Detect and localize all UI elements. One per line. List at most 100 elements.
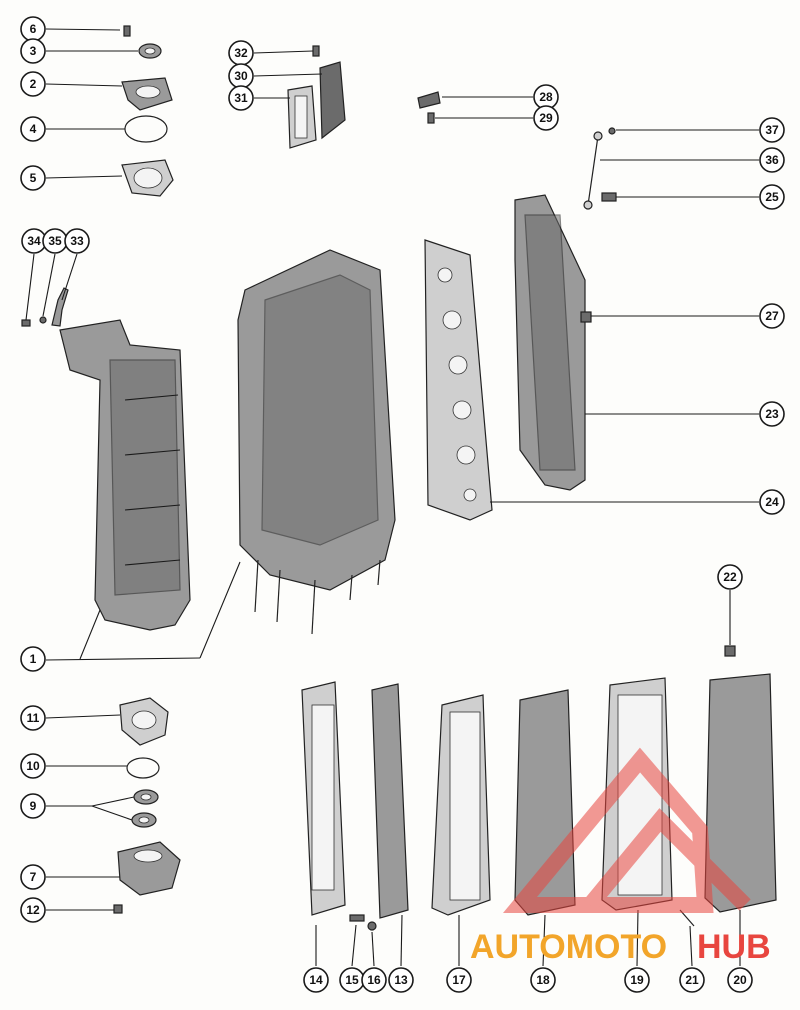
callout-circle xyxy=(361,967,387,993)
watermark-text-hub: HUB xyxy=(697,928,771,966)
callout-label: 5 xyxy=(30,171,37,185)
watermark-triangle-icon xyxy=(502,747,714,913)
callout-label: 20 xyxy=(733,973,747,987)
part-housing-7 xyxy=(117,841,181,896)
callout-label: 21 xyxy=(685,973,699,987)
callout-circle xyxy=(20,753,46,779)
callout-label: 29 xyxy=(539,111,553,125)
callout-circle xyxy=(759,401,785,427)
callout-circle xyxy=(20,165,46,191)
callout-22: 22 xyxy=(717,564,743,590)
callout-11: 11 xyxy=(20,705,46,731)
callout-circle xyxy=(20,71,46,97)
callout-circle xyxy=(20,793,46,819)
callout-10: 10 xyxy=(20,753,46,779)
part-nut-22 xyxy=(724,645,736,657)
callout-label: 13 xyxy=(394,973,408,987)
callout-label: 37 xyxy=(765,123,779,137)
watermark-text-automoto: AUTOMOTO xyxy=(470,928,667,966)
callout-circle xyxy=(717,564,743,590)
callout-33: 33 xyxy=(64,228,90,254)
callout-5: 5 xyxy=(20,165,46,191)
callout-17: 17 xyxy=(446,967,472,993)
part-washer-35 xyxy=(39,316,47,324)
callout-36: 36 xyxy=(759,147,785,173)
callout-circle xyxy=(759,489,785,515)
part-washer-16 xyxy=(367,921,377,931)
part-oring-10 xyxy=(126,757,160,779)
callout-9: 9 xyxy=(20,793,46,819)
callout-circle xyxy=(759,117,785,143)
callout-18: 18 xyxy=(530,967,556,993)
part-screw-29 xyxy=(427,112,435,124)
part-plate-13 xyxy=(371,683,409,919)
callout-label: 2 xyxy=(30,77,37,91)
callout-label: 12 xyxy=(26,903,40,917)
callout-circle xyxy=(20,705,46,731)
part-head-gasket-24 xyxy=(424,239,493,521)
callout-label: 16 xyxy=(367,973,381,987)
callout-35: 35 xyxy=(42,228,68,254)
callout-31: 31 xyxy=(228,85,254,111)
callout-label: 23 xyxy=(765,407,779,421)
callout-label: 6 xyxy=(30,22,37,36)
callout-37: 37 xyxy=(759,117,785,143)
callout-12: 12 xyxy=(20,897,46,923)
part-cover-30 xyxy=(319,61,346,140)
callout-15: 15 xyxy=(339,967,365,993)
callout-21: 21 xyxy=(679,967,705,993)
callout-label: 3 xyxy=(30,44,37,58)
callout-label: 19 xyxy=(630,973,644,987)
callout-circle xyxy=(20,897,46,923)
callout-circle xyxy=(64,228,90,254)
callout-1: 1 xyxy=(20,646,46,672)
callout-circle xyxy=(303,967,329,993)
part-nut-37 xyxy=(608,127,616,135)
part-bracket-33 xyxy=(51,287,69,327)
callout-circle xyxy=(679,967,705,993)
callout-13: 13 xyxy=(388,967,414,993)
part-fitting-28 xyxy=(417,91,441,109)
callout-circle xyxy=(533,105,559,131)
part-screw-12 xyxy=(113,904,123,914)
callout-label: 22 xyxy=(723,570,737,584)
callout-2: 2 xyxy=(20,71,46,97)
callout-19: 19 xyxy=(624,967,650,993)
callout-label: 4 xyxy=(30,122,37,136)
callout-7: 7 xyxy=(20,864,46,890)
callout-circle xyxy=(759,184,785,210)
callout-label: 32 xyxy=(234,46,248,60)
callout-label: 33 xyxy=(70,234,84,248)
callout-label: 14 xyxy=(309,973,323,987)
callout-label: 25 xyxy=(765,190,779,204)
callout-27: 27 xyxy=(759,303,785,329)
callout-circle xyxy=(727,967,753,993)
callout-circle xyxy=(759,147,785,173)
callout-circle xyxy=(228,85,254,111)
callout-circle xyxy=(624,967,650,993)
callout-label: 34 xyxy=(27,234,41,248)
callout-circle xyxy=(388,967,414,993)
leader-lines xyxy=(25,28,759,967)
callout-23: 23 xyxy=(759,401,785,427)
callout-label: 36 xyxy=(765,153,779,167)
callout-label: 15 xyxy=(345,973,359,987)
callout-circle xyxy=(446,967,472,993)
callout-circle xyxy=(20,116,46,142)
callout-3: 3 xyxy=(20,38,46,64)
callout-label: 7 xyxy=(30,870,37,884)
callout-circle xyxy=(530,967,556,993)
callout-circle xyxy=(20,864,46,890)
callout-29: 29 xyxy=(533,105,559,131)
callout-circle xyxy=(20,646,46,672)
callout-14: 14 xyxy=(303,967,329,993)
callout-32: 32 xyxy=(228,40,254,66)
callout-label: 17 xyxy=(452,973,466,987)
callout-label: 10 xyxy=(26,759,40,773)
callout-label: 24 xyxy=(765,495,779,509)
callout-label: 1 xyxy=(30,652,37,666)
callout-24: 24 xyxy=(759,489,785,515)
